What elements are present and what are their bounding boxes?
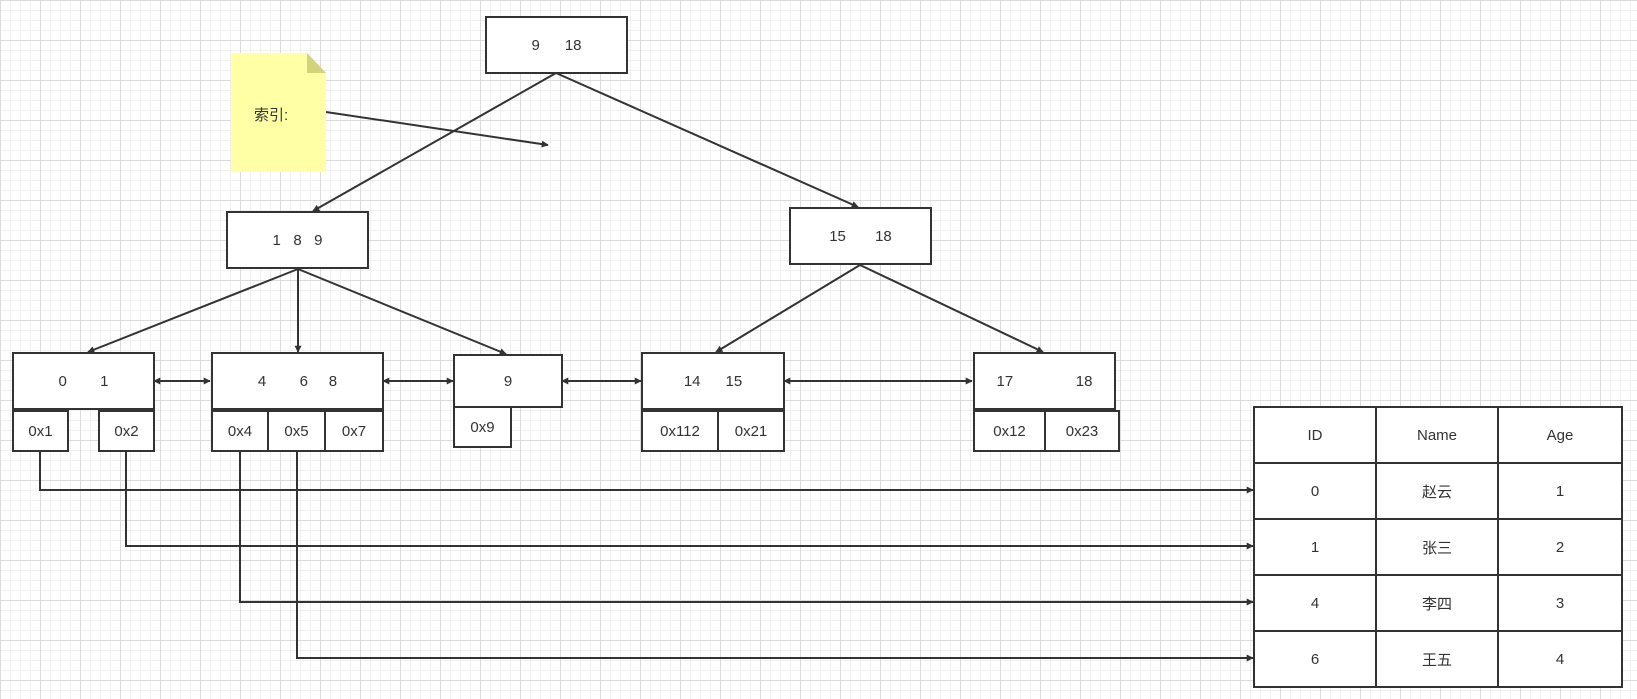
- leaf2-pointer-0x7[interactable]: 0x7: [324, 410, 384, 452]
- edge-right-leaf5: [859, 264, 1044, 353]
- table-cell: 1: [1253, 518, 1377, 576]
- leaf4-pointer-0x21[interactable]: 0x21: [717, 410, 785, 452]
- edge-left-leaf1: [87, 268, 299, 353]
- note-label: 索引:: [254, 107, 289, 124]
- leaf2-pointer-0x4[interactable]: 0x4: [211, 410, 269, 452]
- root-node[interactable]: 9 18: [485, 16, 628, 74]
- table-cell: 王五: [1375, 630, 1499, 688]
- leaf5-pointer-0x12[interactable]: 0x12: [973, 410, 1046, 452]
- table-cell: 4: [1253, 574, 1377, 632]
- table-cell: 6: [1253, 630, 1377, 688]
- leaf-node-4[interactable]: 14 15: [641, 352, 785, 410]
- table-cell: 0: [1253, 462, 1377, 520]
- edge-root-left: [312, 72, 557, 212]
- leaf5-pointer-0x23[interactable]: 0x23: [1044, 410, 1120, 452]
- pointer-0x1-row: [39, 450, 1254, 494]
- leaf-node-3[interactable]: 9: [453, 354, 563, 408]
- table-cell: 1: [1497, 462, 1623, 520]
- table-cell: 赵云: [1375, 462, 1499, 520]
- table-cell: 张三: [1375, 518, 1499, 576]
- pointer-0x2-row: [125, 450, 1254, 550]
- table-header-age: Age: [1497, 406, 1623, 464]
- leaf-node-1[interactable]: 0 1: [12, 352, 155, 410]
- pointer-0x4-row: [239, 450, 1254, 606]
- note-arrow: [325, 111, 549, 148]
- leaf3-pointer-0x9[interactable]: 0x9: [453, 406, 512, 448]
- edge-right-leaf4: [715, 264, 861, 353]
- table-header-name: Name: [1375, 406, 1499, 464]
- table-cell: 2: [1497, 518, 1623, 576]
- internal-node-left[interactable]: 1 8 9: [226, 211, 369, 269]
- edge-left-leaf3: [297, 268, 507, 355]
- leaf-node-2[interactable]: 4 6 8: [211, 352, 384, 410]
- leaf1-pointer-0x2[interactable]: 0x2: [98, 410, 155, 452]
- table-header-id: ID: [1253, 406, 1377, 464]
- leaf-node-5[interactable]: 17 18: [973, 352, 1116, 410]
- table-cell: 4: [1497, 630, 1623, 688]
- table-cell: 李四: [1375, 574, 1499, 632]
- table-cell: 3: [1497, 574, 1623, 632]
- leaf1-pointer-0x1[interactable]: 0x1: [12, 410, 69, 452]
- leaf4-pointer-0x112[interactable]: 0x112: [641, 410, 719, 452]
- internal-node-right[interactable]: 15 18: [789, 207, 932, 265]
- edge-root-right: [555, 72, 859, 208]
- pointer-0x5-row: [296, 450, 1254, 662]
- leaf2-pointer-0x5[interactable]: 0x5: [267, 410, 326, 452]
